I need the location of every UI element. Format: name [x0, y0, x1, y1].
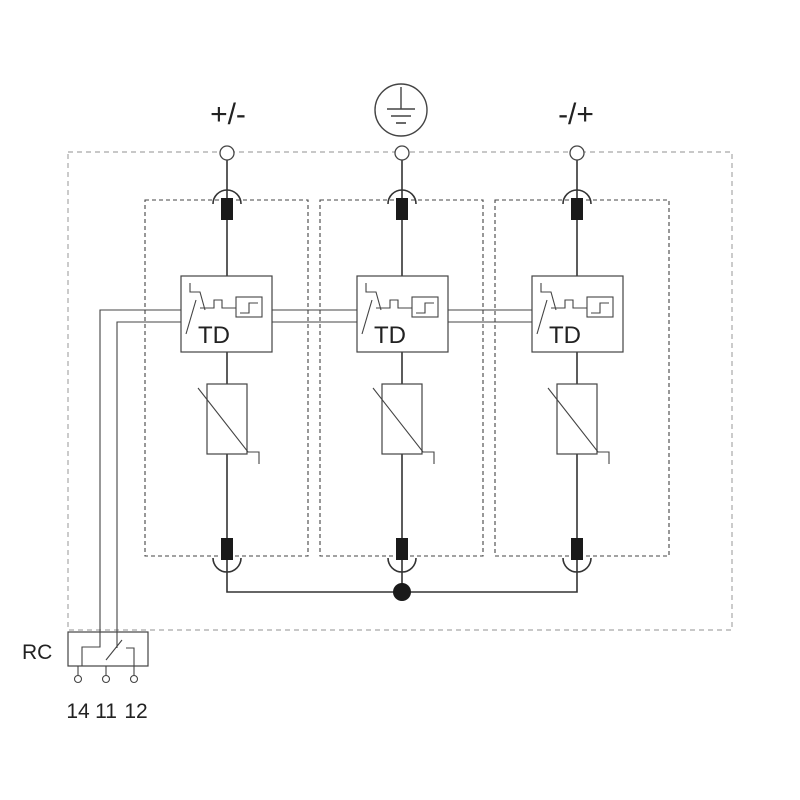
rc-pin-14-terminal [73, 674, 83, 684]
terminal-right [569, 145, 585, 161]
fuse-bottom-1 [221, 538, 233, 560]
td-label-1: TD [198, 322, 230, 349]
top-plug-contacts [212, 189, 592, 205]
fuse-top-2 [396, 198, 408, 220]
rc-label: RC [22, 641, 52, 664]
rc-pin-14-label: 14 [66, 700, 90, 723]
terminal-label-left: +/- [210, 98, 246, 131]
td-label-3: TD [549, 322, 581, 349]
varistor-3 [547, 383, 610, 464]
earth-ground-icon [374, 83, 428, 137]
bottom-plug-contacts [212, 557, 592, 573]
fuse-bottom-2 [396, 538, 408, 560]
module-3-outline [494, 199, 670, 557]
fuse-blocks [221, 198, 583, 560]
enclosure-outline [67, 151, 733, 631]
td-unit-3: TD [531, 275, 624, 353]
terminal-center [394, 145, 410, 161]
fuse-top-1 [221, 198, 233, 220]
signal-lines [99, 309, 533, 632]
rc-pin-12-label: 12 [124, 700, 147, 723]
rc-pin-11-terminal [101, 674, 111, 684]
td-unit-1: TD [180, 275, 273, 353]
td-label-2: TD [374, 322, 406, 349]
terminal-label-right: -/+ [558, 98, 594, 131]
td-unit-2: TD [356, 275, 449, 353]
top-terminals [219, 145, 585, 161]
varistor-2 [372, 383, 435, 464]
varistor-1 [197, 383, 260, 464]
junction-node [393, 583, 411, 601]
rc-pin-12-terminal [129, 674, 139, 684]
rc-pin-11-label: 11 [95, 700, 117, 723]
remote-contact-block [67, 631, 149, 684]
fuse-top-3 [571, 198, 583, 220]
fuse-bottom-3 [571, 538, 583, 560]
terminal-left [219, 145, 235, 161]
